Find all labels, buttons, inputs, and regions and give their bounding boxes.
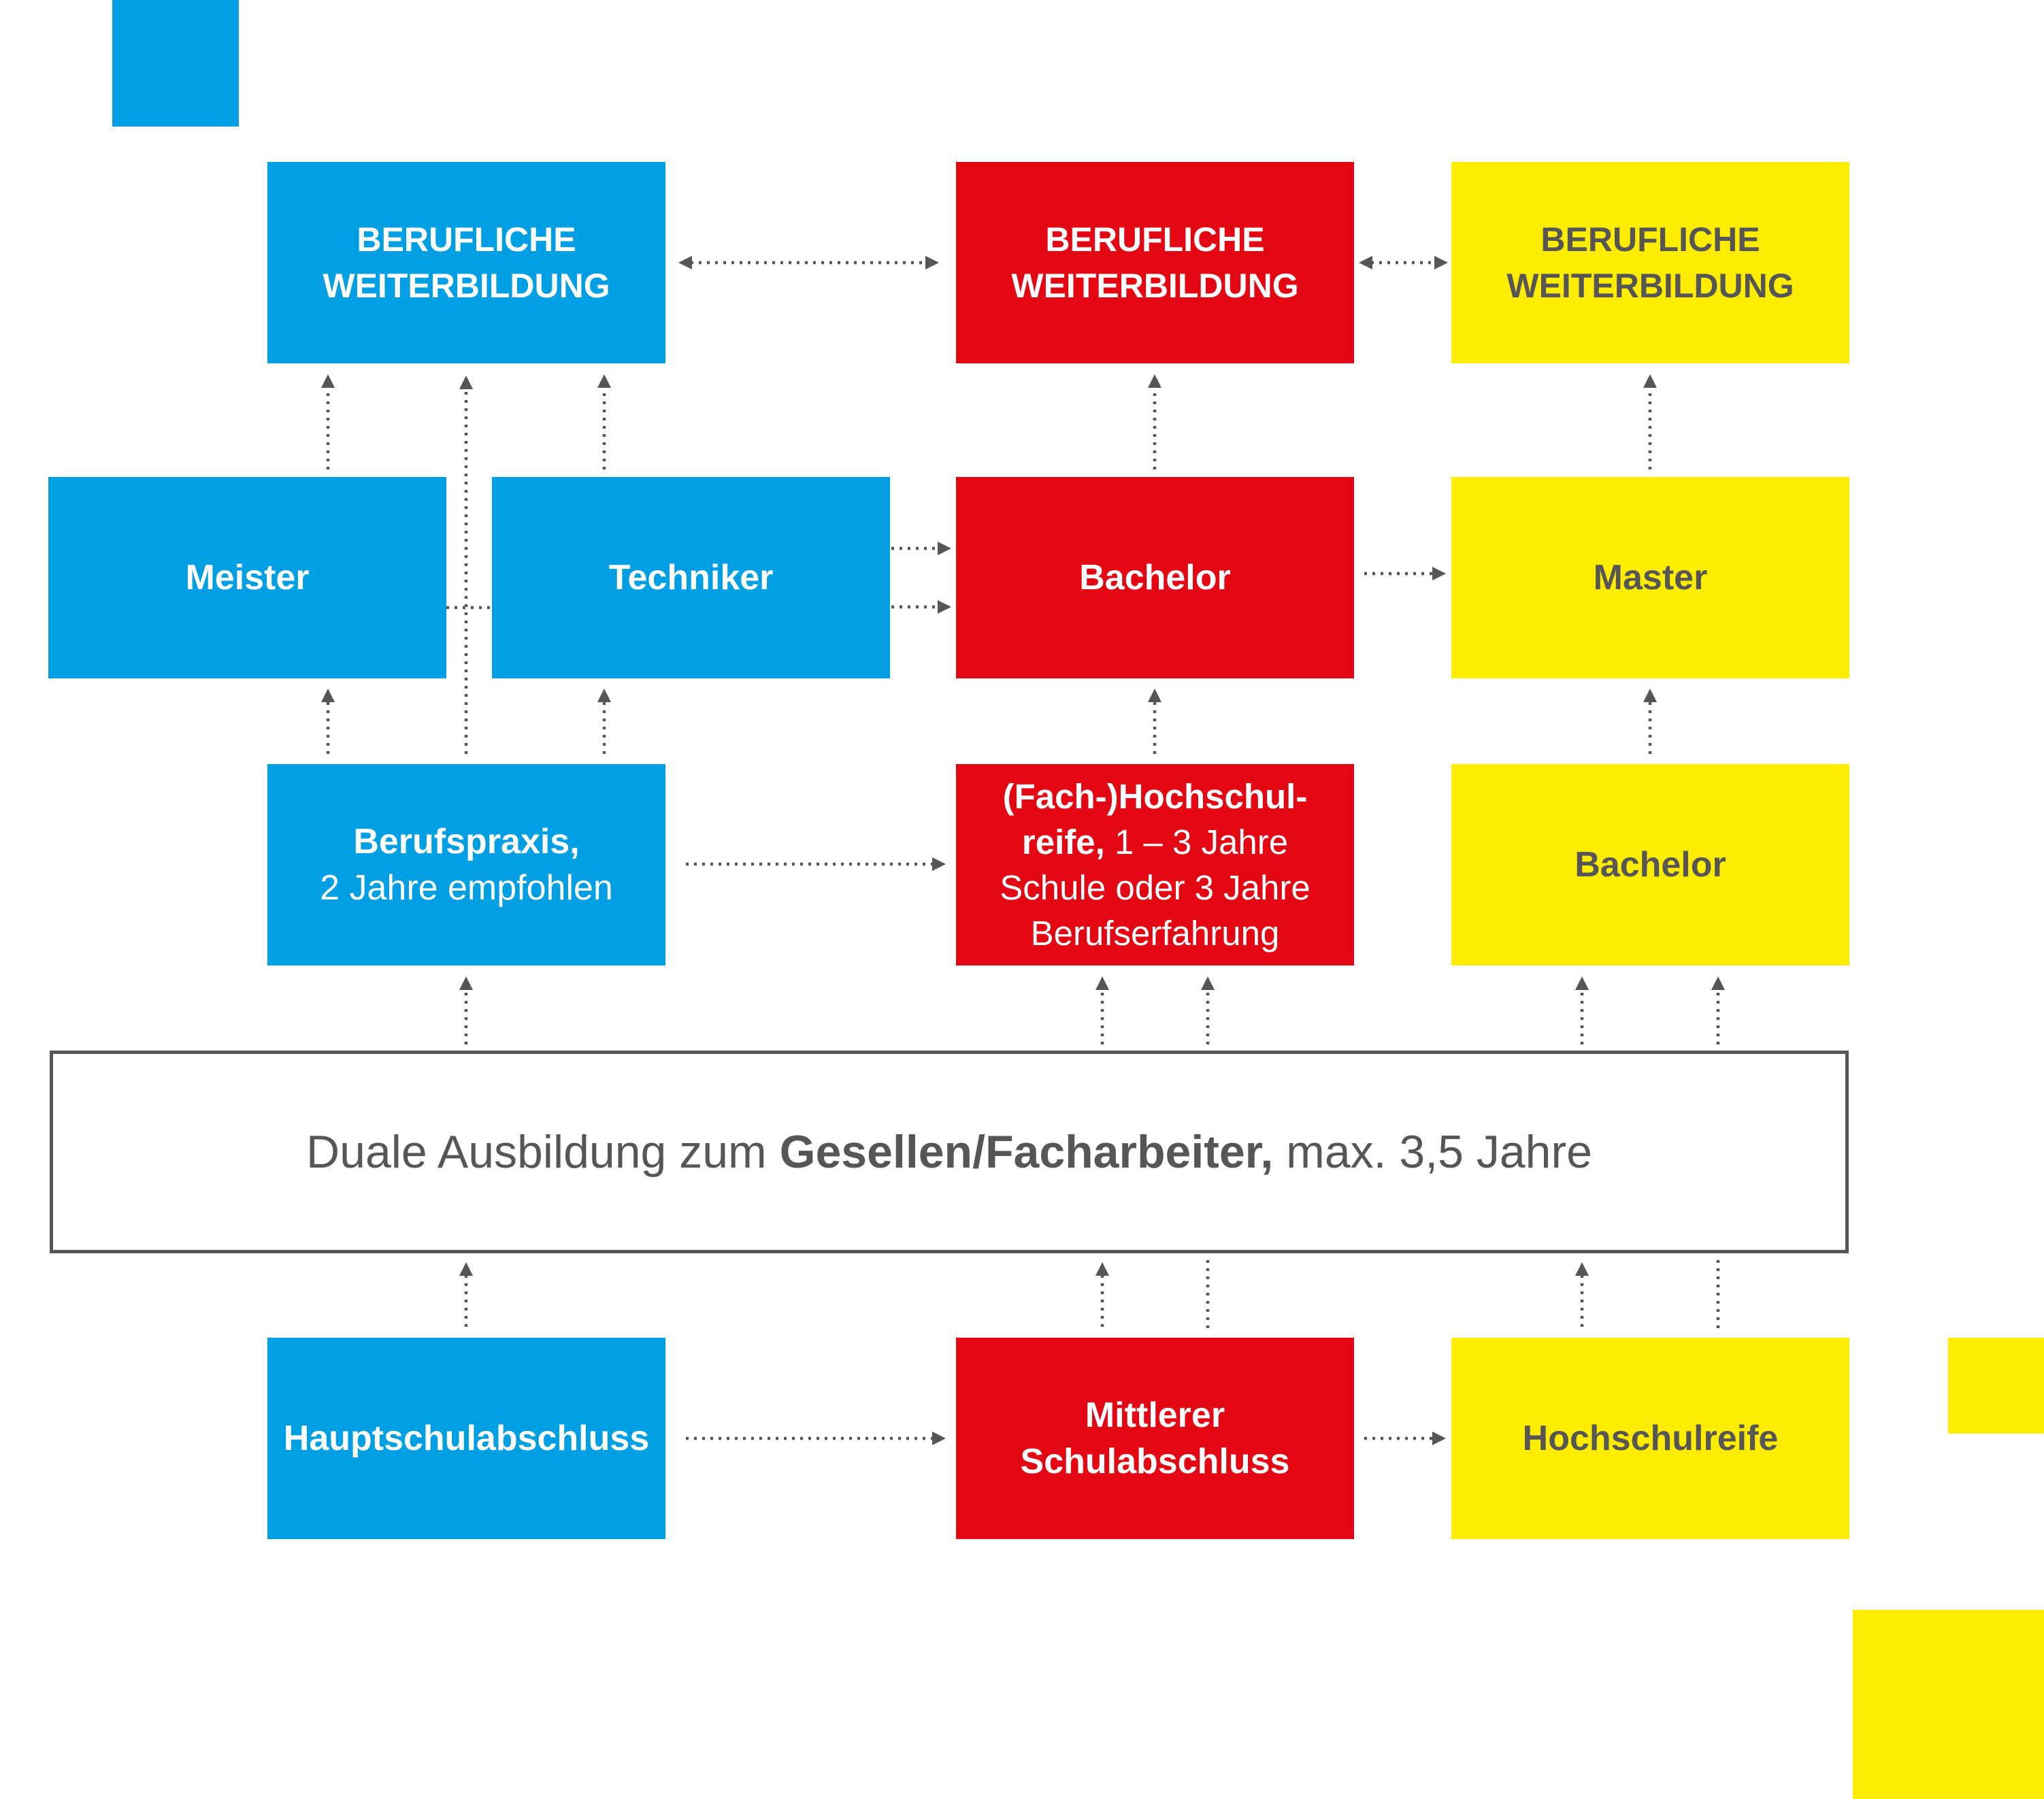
connector-hauptschul-mittlerer-arrowhead bbox=[932, 1432, 946, 1445]
decor-square-yellow-right bbox=[1948, 1338, 2044, 1434]
duale-post: max. 3,5 Jahre bbox=[1273, 1126, 1592, 1178]
box-mittlerer-schulabschluss: Mittlerer Schulabschluss bbox=[956, 1338, 1354, 1539]
weiterbildung-yellow-line1: BERUFLICHE bbox=[1540, 220, 1760, 259]
connector-hochschulreife-duale-arrowhead bbox=[1575, 1262, 1589, 1276]
fachhochschulreife-line2: reife, 1 – 3 Jahre bbox=[1022, 819, 1288, 865]
box-weiterbildung-red: BERUFLICHE WEITERBILDUNG bbox=[956, 162, 1354, 363]
connector-berufspraxis-meister-arrowhead bbox=[321, 689, 335, 702]
box-bachelor-yellow: Bachelor bbox=[1451, 764, 1849, 965]
meister-label: Meister bbox=[185, 558, 310, 597]
connector-weiter-blue-red-arrowhead-right bbox=[925, 256, 939, 269]
master-label: Master bbox=[1593, 558, 1708, 597]
connector-master-weiter-arrowhead bbox=[1643, 374, 1657, 388]
duale-bold: Gesellen/Facharbeiter, bbox=[779, 1126, 1274, 1178]
berufspraxis-title: Berufspraxis, bbox=[353, 822, 580, 861]
connector-weiter-red-yellow-arrowhead-left bbox=[1359, 256, 1372, 269]
weiterbildung-red-line1: BERUFLICHE bbox=[1045, 220, 1265, 259]
connector-mittlerer-duale-arrowhead bbox=[1095, 1262, 1109, 1276]
connector-hauptschul-duale-arrowhead bbox=[459, 1262, 473, 1276]
connector-duale-fachhochschulreife-2-arrowhead bbox=[1201, 976, 1215, 990]
connector-techniker-weiter-arrowhead bbox=[597, 374, 611, 388]
box-duale-ausbildung: Duale Ausbildung zum Gesellen/Facharbeit… bbox=[50, 1051, 1849, 1253]
connector-bachelor-yellow-master-arrowhead bbox=[1643, 689, 1657, 702]
mittlerer-line2: Schulabschluss bbox=[1020, 1442, 1290, 1481]
connector-techniker-bachelor-1-arrowhead bbox=[938, 542, 951, 555]
box-hochschulreife: Hochschulreife bbox=[1451, 1338, 1849, 1539]
fachhochschulreife-line1: (Fach-)Hochschul- bbox=[1002, 777, 1308, 816]
hochschulreife-label: Hochschulreife bbox=[1522, 1419, 1779, 1458]
duale-pre: Duale Ausbildung zum bbox=[306, 1126, 780, 1178]
connector-berufspraxis-weiter-arrowhead bbox=[459, 376, 473, 389]
connector-meister-weiter-arrowhead bbox=[321, 374, 335, 388]
box-techniker: Techniker bbox=[492, 477, 890, 678]
decor-square-blue bbox=[112, 0, 239, 127]
connector-berufspraxis-fachhochschulreife-arrowhead bbox=[932, 857, 946, 871]
connector-bachelor-master-arrowhead bbox=[1432, 567, 1446, 580]
connector-duale-berufspraxis-arrowhead bbox=[459, 976, 473, 990]
bachelor-yellow-label: Bachelor bbox=[1575, 845, 1726, 885]
fachhochschulreife-line2-light: 1 – 3 Jahre bbox=[1104, 823, 1289, 861]
fachhochschulreife-line3: Schule oder 3 Jahre bbox=[1000, 868, 1311, 907]
bachelor-red-label: Bachelor bbox=[1079, 558, 1231, 597]
connector-berufspraxis-techniker-arrowhead bbox=[597, 689, 611, 702]
weiterbildung-yellow-line2: WEITERBILDUNG bbox=[1506, 267, 1794, 305]
berufspraxis-detail: 2 Jahre empfohlen bbox=[320, 868, 613, 908]
box-weiterbildung-blue: BERUFLICHE WEITERBILDUNG bbox=[267, 162, 665, 363]
hauptschulabschluss-label: Hauptschulabschluss bbox=[283, 1419, 650, 1458]
weiterbildung-blue-line2: WEITERBILDUNG bbox=[323, 267, 610, 305]
box-hauptschulabschluss: Hauptschulabschluss bbox=[267, 1338, 665, 1539]
box-bachelor-red: Bachelor bbox=[956, 477, 1354, 678]
mittlerer-line1: Mittlerer bbox=[1085, 1396, 1225, 1435]
connector-mittlerer-hochschulreife-arrowhead bbox=[1432, 1432, 1446, 1445]
box-master: Master bbox=[1451, 477, 1849, 678]
weiterbildung-red-line2: WEITERBILDUNG bbox=[1011, 267, 1299, 305]
weiterbildung-blue-line1: BERUFLICHE bbox=[357, 220, 576, 259]
techniker-label: Techniker bbox=[608, 558, 774, 597]
decor-square-yellow-bottom bbox=[1853, 1610, 2044, 1799]
box-weiterbildung-yellow: BERUFLICHE WEITERBILDUNG bbox=[1451, 162, 1849, 363]
connector-bachelor-weiter-arrowhead bbox=[1148, 374, 1161, 388]
box-meister: Meister bbox=[48, 477, 446, 678]
box-fachhochschulreife: (Fach-)Hochschul- reife, 1 – 3 Jahre Sch… bbox=[956, 764, 1354, 965]
connector-duale-bachelor-yellow-2-arrowhead bbox=[1711, 976, 1725, 990]
connector-weiter-red-yellow-arrowhead-right bbox=[1434, 256, 1448, 269]
connector-weiter-blue-red-arrowhead-left bbox=[678, 256, 692, 269]
fachhochschulreife-line2-bold: reife, bbox=[1021, 823, 1105, 861]
box-berufspraxis: Berufspraxis, 2 Jahre empfohlen bbox=[267, 764, 665, 965]
connector-duale-fachhochschulreife-1-arrowhead bbox=[1095, 976, 1109, 990]
connector-fachhochschulreife-bachelor-arrowhead bbox=[1148, 689, 1161, 702]
connector-techniker-bachelor-2-arrowhead bbox=[938, 600, 951, 614]
connector-duale-bachelor-yellow-1-arrowhead bbox=[1575, 976, 1589, 990]
fachhochschulreife-line4: Berufserfahrung bbox=[1030, 914, 1280, 953]
